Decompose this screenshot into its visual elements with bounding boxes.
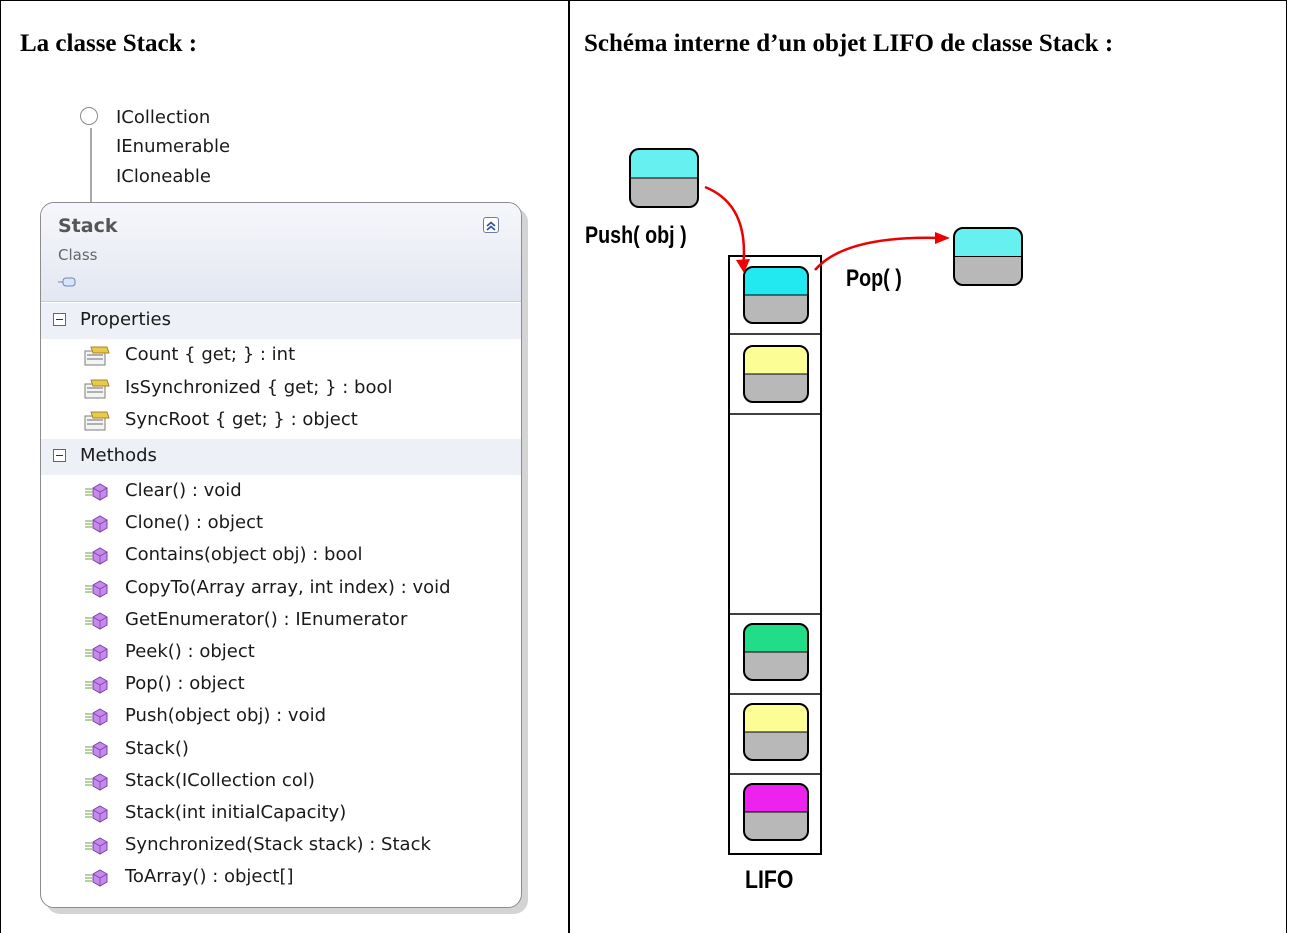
- member-row[interactable]: SyncRoot { get; } : object: [41, 405, 521, 437]
- member-row[interactable]: Clone() : object: [41, 508, 521, 540]
- member-row[interactable]: Stack(): [41, 734, 521, 766]
- member-label: Stack(ICollection col): [125, 769, 315, 791]
- member-row[interactable]: ToArray() : object[]: [41, 862, 521, 894]
- properties-label: Properties: [80, 309, 171, 330]
- class-shape-icon: [58, 277, 76, 287]
- member-label: GetEnumerator() : IEnumerator: [125, 608, 408, 630]
- member-label: Peek() : object: [125, 641, 255, 662]
- pop-label: Pop( ): [846, 265, 902, 292]
- method-icon: [83, 481, 111, 503]
- push-label: Push( obj ): [585, 222, 687, 249]
- member-row[interactable]: Stack(ICollection col): [41, 766, 521, 798]
- method-icon: [83, 706, 111, 728]
- method-icon: [83, 803, 111, 825]
- interface-ienumerable: IEnumerable: [116, 136, 231, 157]
- collapse-minus-icon[interactable]: [53, 449, 66, 462]
- methods-section-header[interactable]: Methods: [41, 439, 521, 475]
- method-icon: [83, 513, 111, 535]
- member-row[interactable]: Synchronized(Stack stack) : Stack: [41, 830, 521, 862]
- collapse-chevron-icon[interactable]: [483, 217, 499, 233]
- member-row[interactable]: Peek() : object: [41, 637, 521, 669]
- class-kind: Class: [58, 246, 98, 264]
- member-label: IsSynchronized { get; } : bool: [125, 376, 393, 398]
- member-label: Pop() : object: [125, 673, 245, 695]
- member-label: Clear() : void: [125, 480, 242, 501]
- lifo-label: LIFO: [745, 866, 794, 894]
- member-row[interactable]: Contains(object obj) : bool: [41, 540, 521, 572]
- method-icon: [83, 867, 111, 889]
- member-row[interactable]: GetEnumerator() : IEnumerator: [41, 605, 521, 637]
- member-row[interactable]: Push(object obj) : void: [41, 701, 521, 733]
- property-icon: [83, 410, 111, 432]
- method-icon: [83, 674, 111, 696]
- method-icon: [83, 771, 111, 793]
- member-row[interactable]: Clear() : void: [41, 476, 521, 508]
- member-label: Synchronized(Stack stack) : Stack: [125, 834, 431, 856]
- method-icon: [83, 545, 111, 567]
- property-icon: [83, 378, 111, 400]
- collapse-minus-icon[interactable]: [53, 313, 66, 326]
- method-icon: [83, 642, 111, 664]
- member-label: CopyTo(Array array, int index) : void: [125, 576, 451, 598]
- member-label: SyncRoot { get; } : object: [125, 409, 358, 430]
- method-icon: [83, 610, 111, 632]
- method-icon: [83, 578, 111, 600]
- member-label: Push(object obj) : void: [125, 705, 327, 727]
- member-label: Clone() : object: [125, 512, 264, 534]
- member-row[interactable]: Stack(int initialCapacity): [41, 798, 521, 830]
- member-row[interactable]: CopyTo(Array array, int index) : void: [41, 573, 521, 605]
- interface-connector: [90, 128, 92, 206]
- class-name: Stack: [58, 215, 118, 237]
- properties-section-header[interactable]: Properties: [41, 303, 521, 339]
- class-box[interactable]: Stack Class Properties Count { get; } : …: [40, 202, 522, 908]
- methods-label: Methods: [80, 445, 157, 466]
- method-icon: [83, 739, 111, 761]
- interface-lollipop-icon: [80, 107, 98, 125]
- left-heading: La classe Stack :: [20, 30, 198, 57]
- right-heading: Schéma interne d’un objet LIFO de classe…: [584, 30, 1114, 57]
- method-icon: [83, 835, 111, 857]
- member-label: Contains(object obj) : bool: [125, 544, 363, 566]
- member-row[interactable]: Pop() : object: [41, 669, 521, 701]
- member-label: Stack(int initialCapacity): [125, 802, 347, 823]
- column-divider: [568, 0, 570, 933]
- member-row[interactable]: IsSynchronized { get; } : bool: [41, 373, 521, 405]
- member-label: Stack(): [125, 737, 189, 759]
- class-header: Stack Class: [41, 203, 521, 302]
- member-label: ToArray() : object[]: [125, 866, 294, 888]
- member-label: Count { get; } : int: [125, 344, 296, 365]
- interface-icloneable: ICloneable: [116, 166, 211, 187]
- property-icon: [83, 345, 111, 367]
- interface-icollection: ICollection: [116, 107, 211, 128]
- member-row[interactable]: Count { get; } : int: [41, 340, 521, 372]
